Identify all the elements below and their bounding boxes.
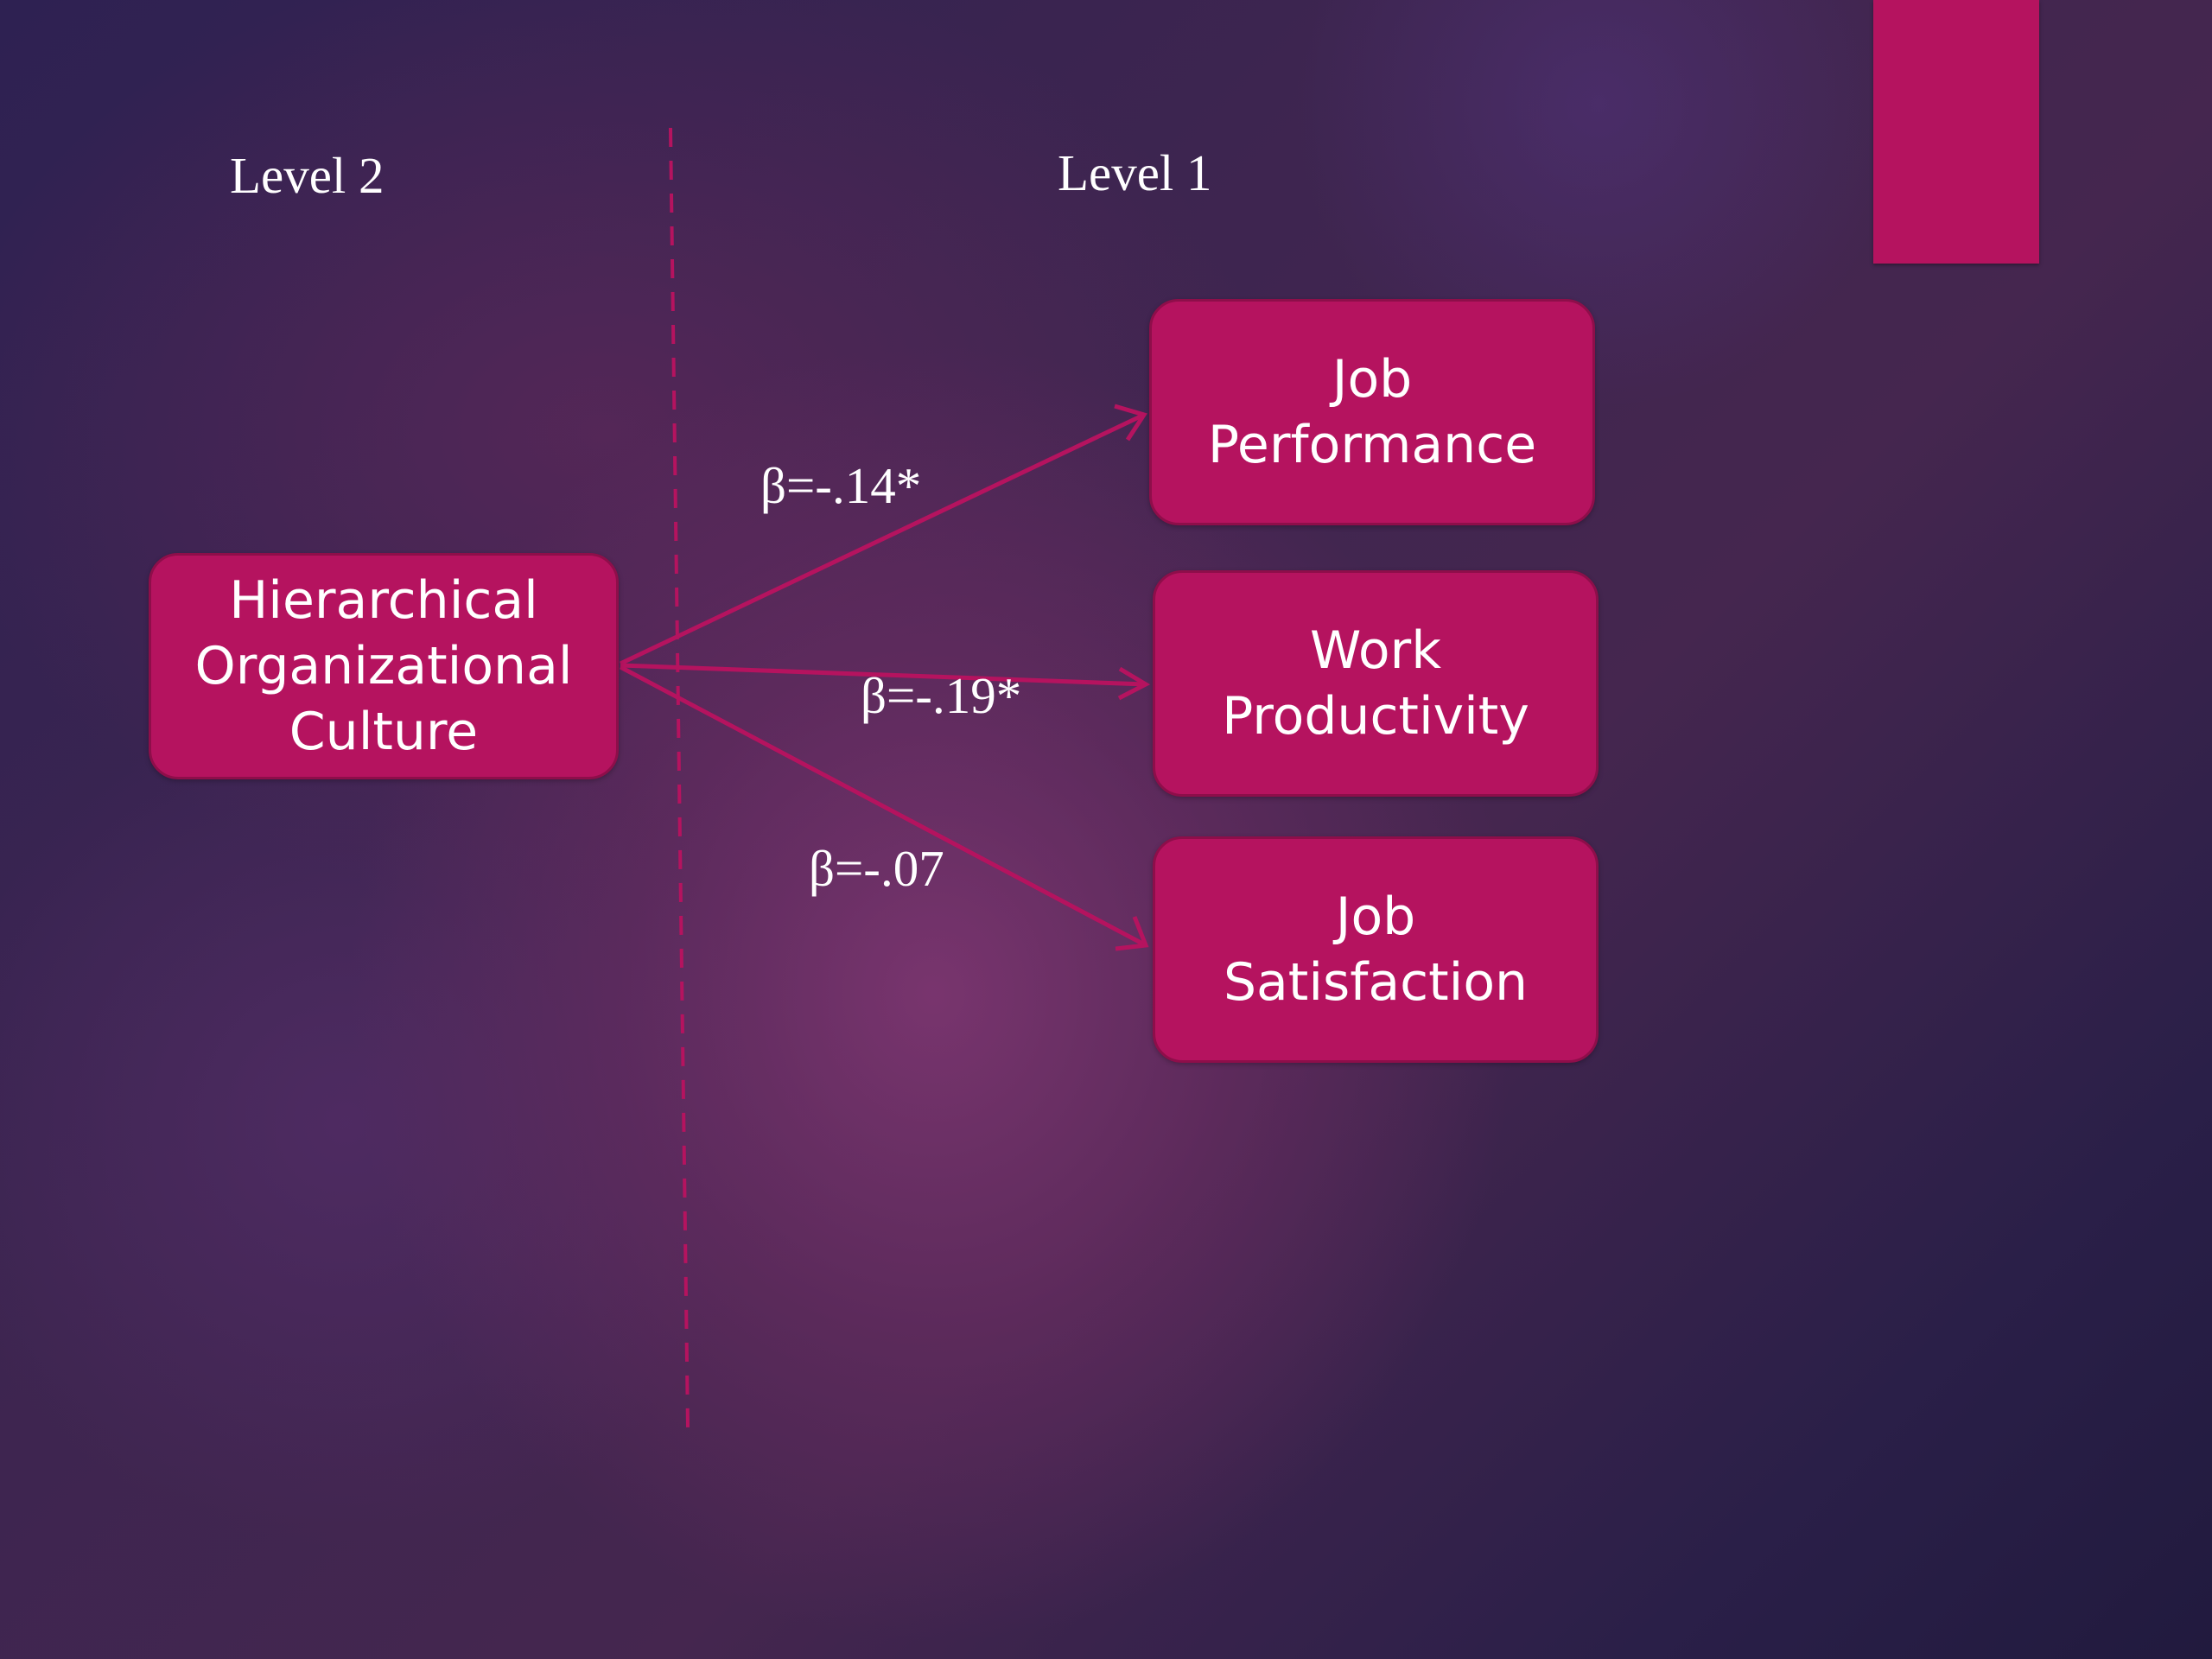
node-work-productivity: Work Productivity — [1153, 570, 1599, 797]
node-text-line: Productivity — [1222, 686, 1529, 747]
node-text-line: Hierarchical — [229, 570, 538, 631]
level-2-label: Level 2 — [230, 147, 385, 204]
arrow-to-job-performance — [619, 404, 1147, 666]
node-text-line: Work — [1310, 620, 1441, 681]
node-text-line: Culture — [289, 702, 479, 762]
node-hierarchical-organizational-culture: Hierarchical Organizational Culture — [149, 553, 619, 779]
node-job-performance: Job Performance — [1149, 299, 1595, 525]
node-text-line: Satisfaction — [1223, 952, 1529, 1013]
accent-bar — [1873, 0, 2039, 264]
node-text-line: Job — [1332, 349, 1413, 410]
edge-label-job-performance: β=-.14* — [760, 457, 922, 514]
node-text-line: Job — [1335, 887, 1416, 947]
node-text-line: Performance — [1207, 415, 1537, 475]
node-job-satisfaction: Job Satisfaction — [1153, 836, 1599, 1063]
level-1-label: Level 1 — [1058, 144, 1212, 201]
edge-label-work-productivity: β=-.19* — [861, 667, 1022, 724]
level-divider — [669, 127, 690, 1428]
edge-label-job-satisfaction: β=-.07 — [809, 840, 944, 897]
node-text-line: Organizational — [194, 636, 573, 696]
